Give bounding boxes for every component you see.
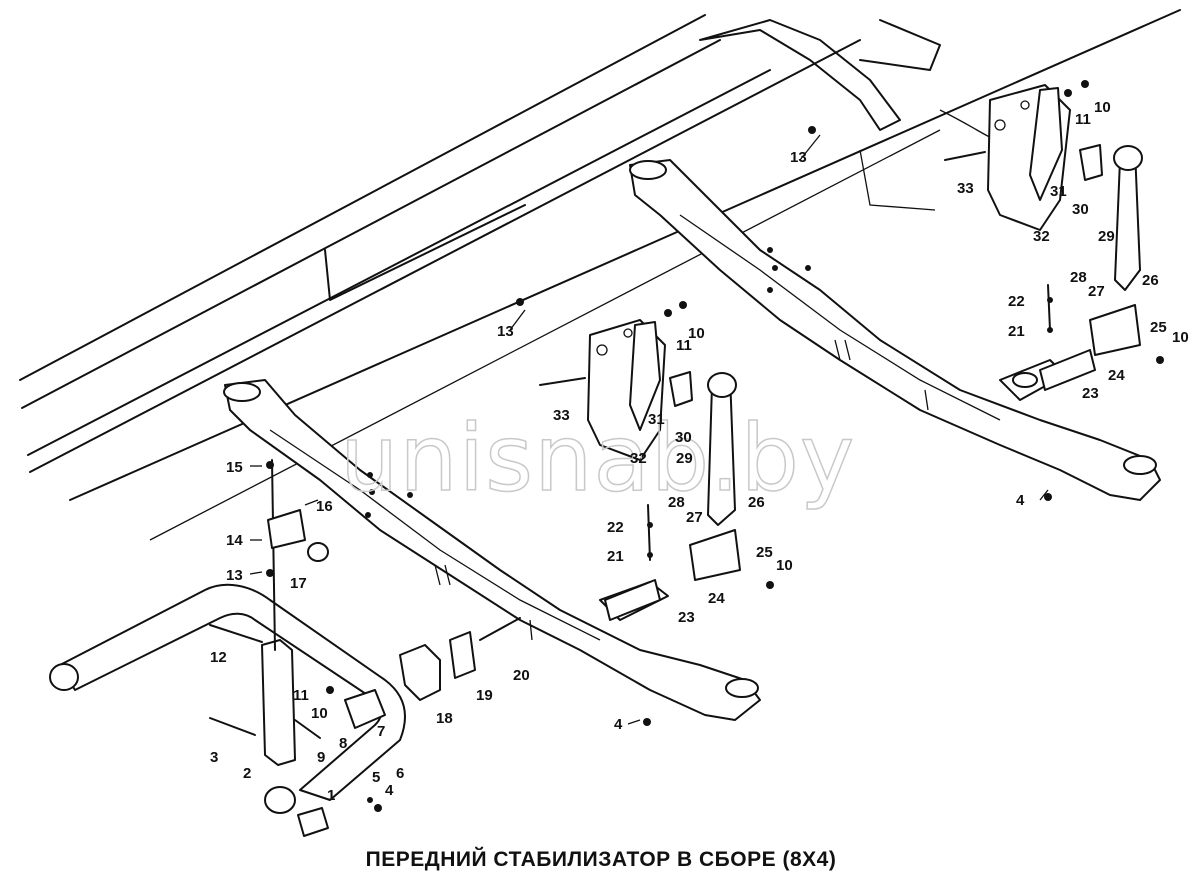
callout-30: 30 [1072, 201, 1089, 218]
callout-32: 32 [1033, 228, 1050, 245]
callout-33: 33 [553, 407, 570, 424]
diagram-caption: ПЕРЕДНИЙ СТАБИЛИЗАТОР В СБОРЕ (8X4) [365, 848, 837, 871]
stabilizer-bar [49, 459, 521, 837]
callout-32: 32 [630, 450, 647, 467]
callout-19: 19 [476, 687, 493, 704]
rear-axle-beam [629, 159, 1161, 501]
callout-28: 28 [1070, 269, 1087, 286]
callout-1: 1 [327, 787, 335, 804]
callout-17: 17 [290, 575, 307, 592]
callout-22: 22 [607, 519, 624, 536]
callout-29: 29 [676, 450, 693, 467]
callout-10: 10 [1094, 99, 1111, 116]
callout-26: 26 [748, 494, 765, 511]
callout-13: 13 [497, 323, 514, 340]
callout-3: 3 [210, 749, 218, 766]
callout-8: 8 [339, 735, 347, 752]
callout-24: 24 [1108, 367, 1125, 384]
callout-4: 4 [385, 782, 394, 799]
callout-9: 9 [317, 749, 325, 766]
callout-31: 31 [1050, 183, 1067, 200]
callout-33: 33 [957, 180, 974, 197]
callout-27: 27 [1088, 283, 1105, 300]
callout-22: 22 [1008, 293, 1025, 310]
callout-14: 14 [226, 532, 243, 549]
callout-labels: 10 11 13 33 31 30 32 29 22 28 26 27 21 2… [210, 99, 1189, 804]
callout-20: 20 [513, 667, 530, 684]
callout-10: 10 [1172, 329, 1189, 346]
callout-18: 18 [436, 710, 453, 727]
callout-10: 10 [311, 705, 328, 722]
callout-25: 25 [756, 544, 773, 561]
callout-10: 10 [776, 557, 793, 574]
callout-13: 13 [790, 149, 807, 166]
callout-5: 5 [372, 769, 380, 786]
callout-6: 6 [396, 765, 404, 782]
callout-23: 23 [1082, 385, 1099, 402]
callout-11: 11 [676, 337, 692, 354]
callout-12: 12 [210, 649, 227, 666]
callout-16: 16 [316, 498, 333, 515]
callout-25: 25 [1150, 319, 1167, 336]
watermark-text: unisnab.by [340, 405, 855, 512]
callout-24: 24 [708, 590, 725, 607]
callout-26: 26 [1142, 272, 1159, 289]
callout-29: 29 [1098, 228, 1115, 245]
front-shock-assembly [516, 298, 774, 726]
callout-30: 30 [675, 429, 692, 446]
callout-4: 4 [1016, 492, 1025, 509]
callout-15: 15 [226, 459, 243, 476]
callout-21: 21 [607, 548, 624, 565]
callout-2: 2 [243, 765, 251, 782]
callout-7: 7 [377, 723, 385, 740]
leader-lines [249, 134, 1049, 725]
rear-shock-assembly [808, 80, 1164, 501]
callout-27: 27 [686, 509, 703, 526]
callout-31: 31 [648, 411, 665, 428]
callout-21: 21 [1008, 323, 1025, 340]
callout-11: 11 [293, 687, 309, 704]
callout-23: 23 [678, 609, 695, 626]
callout-28: 28 [668, 494, 685, 511]
callout-10: 10 [688, 325, 705, 342]
callout-11: 11 [1075, 111, 1091, 128]
callout-13: 13 [226, 567, 243, 584]
callout-4: 4 [614, 716, 623, 733]
